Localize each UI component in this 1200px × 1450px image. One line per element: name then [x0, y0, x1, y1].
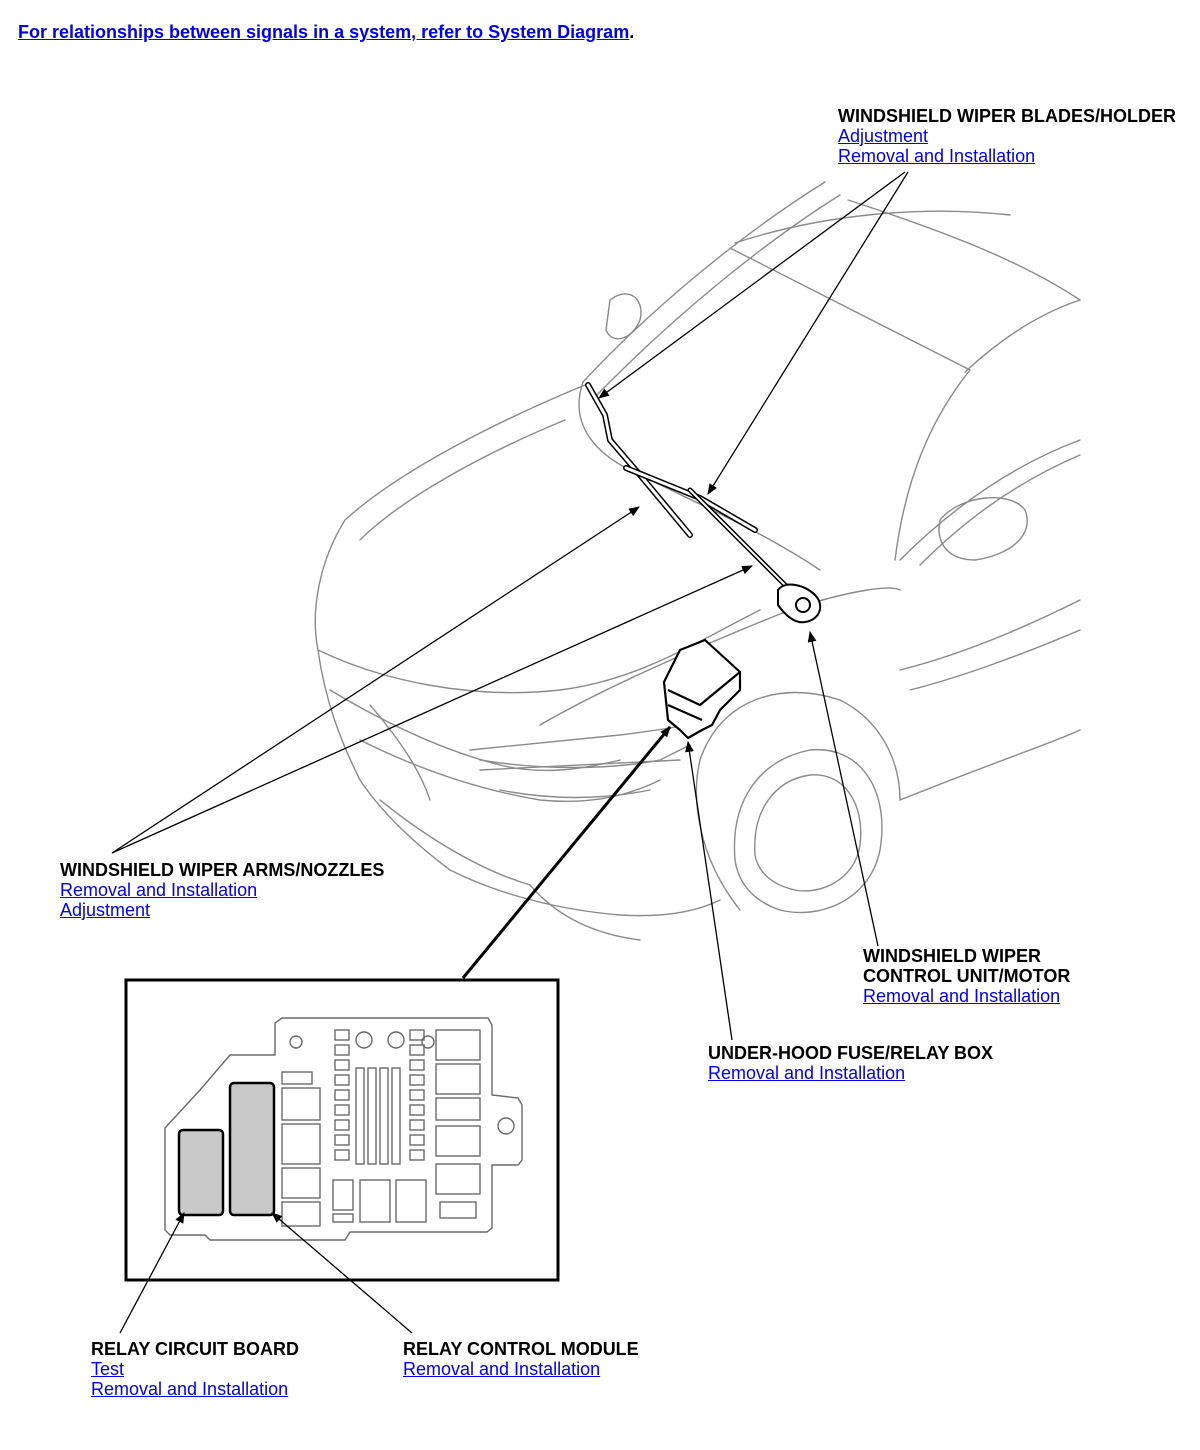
header-period: .	[629, 22, 635, 42]
callout-fuse-box: UNDER-HOOD FUSE/RELAY BOX Removal and In…	[708, 1043, 993, 1083]
relay-module-title: RELAY CONTROL MODULE	[403, 1339, 639, 1359]
wiper-blades-removal-link[interactable]: Removal and Installation	[838, 146, 1036, 166]
relay-circuit-board-shape	[177, 1128, 225, 1217]
wiper-motor-shape	[777, 583, 822, 624]
wiper-blades-adjustment-link[interactable]: Adjustment	[838, 126, 929, 146]
wiper-motor-removal-link[interactable]: Removal and Installation	[863, 986, 1061, 1006]
callout-wiper-motor: WINDSHIELD WIPER CONTROL UNIT/MOTOR Remo…	[863, 946, 1070, 1006]
callout-relay-control-module: RELAY CONTROL MODULE Removal and Install…	[403, 1339, 639, 1379]
leader-lines	[111, 171, 909, 1334]
relay-module-removal-link[interactable]: Removal and Installation	[403, 1359, 601, 1379]
header-note: For relationships between signals in a s…	[18, 22, 634, 43]
callout-wiper-blades: WINDSHIELD WIPER BLADES/HOLDER Adjustmen…	[838, 106, 1176, 166]
relay-control-module-shape	[228, 1081, 276, 1217]
wiper-arms-removal-link[interactable]: Removal and Installation	[60, 880, 258, 900]
wiper-motor-title-line2: CONTROL UNIT/MOTOR	[863, 966, 1071, 986]
wiper-motor-title-line1: WINDSHIELD WIPER	[863, 946, 1041, 966]
fuse-box-removal-link[interactable]: Removal and Installation	[708, 1063, 906, 1083]
callout-relay-circuit-board: RELAY CIRCUIT BOARD Test Removal and Ins…	[91, 1339, 299, 1399]
wiper-arms-adjustment-link[interactable]: Adjustment	[60, 900, 151, 920]
wiper-arms-title: WINDSHIELD WIPER ARMS/NOZZLES	[60, 860, 385, 880]
wiper-blades-title: WINDSHIELD WIPER BLADES/HOLDER	[838, 106, 1177, 126]
fuse-box-detail-inset	[124, 978, 560, 1282]
callout-wiper-arms: WINDSHIELD WIPER ARMS/NOZZLES Removal an…	[60, 860, 384, 920]
system-diagram-link[interactable]: For relationships between signals in a s…	[18, 22, 630, 42]
fuse-box-title: UNDER-HOOD FUSE/RELAY BOX	[708, 1043, 994, 1063]
vehicle-outline	[314, 181, 1081, 941]
wiper-assemblies	[585, 382, 798, 598]
relay-board-removal-link[interactable]: Removal and Installation	[91, 1379, 289, 1399]
fuse-box-shape	[662, 638, 742, 740]
relay-board-title: RELAY CIRCUIT BOARD	[91, 1339, 300, 1359]
relay-board-test-link[interactable]: Test	[91, 1359, 125, 1379]
